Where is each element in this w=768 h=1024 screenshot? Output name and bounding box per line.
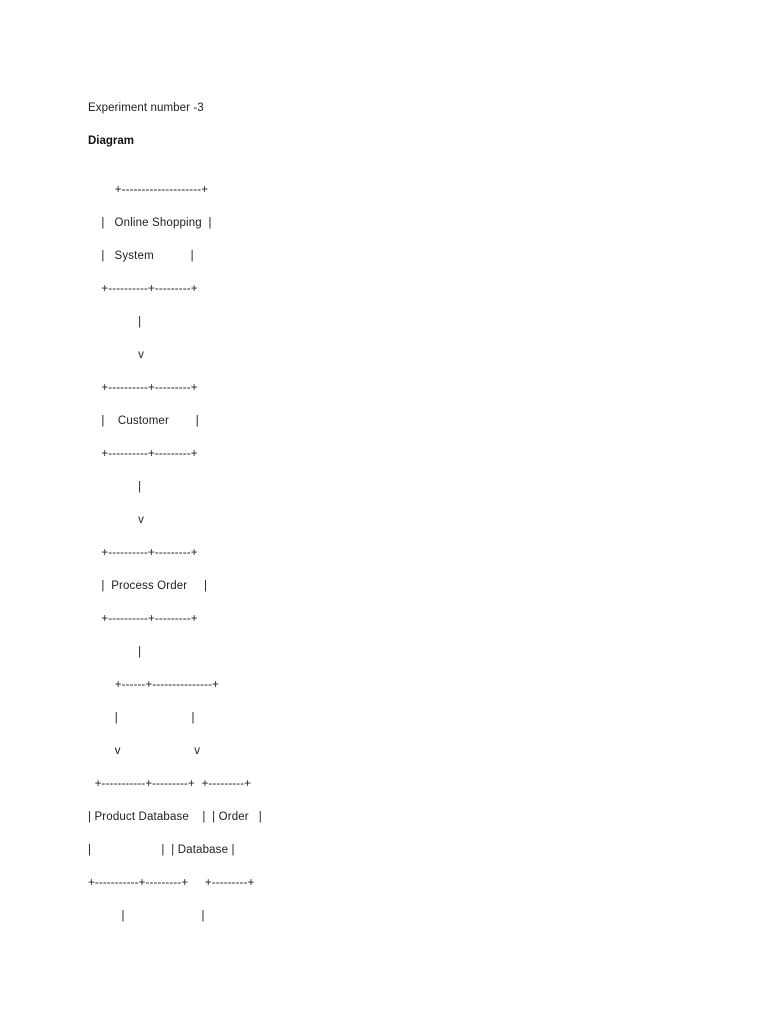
ascii-line-box3-top: +----------+---------+	[88, 547, 198, 559]
heading-spacer	[88, 158, 688, 174]
document-body: Experiment number -3 Diagram +----------…	[88, 92, 688, 933]
ascii-line-box45-label2: | | | Database |	[88, 844, 235, 856]
ascii-line-branch-arrows: v v	[88, 745, 201, 757]
ascii-line-trailing-pipes: | |	[88, 910, 205, 922]
ascii-line-box1-bottom: +----------+---------+	[88, 283, 198, 295]
section-heading-diagram: Diagram	[88, 135, 135, 147]
ascii-line-box45-bottom: +-----------+---------+ +---------+	[88, 877, 255, 889]
ascii-line-box1-top: +--------------------+	[88, 184, 209, 196]
ascii-line-box2-bottom: +----------+---------+	[88, 448, 198, 460]
ascii-line-connector2-pipe: |	[88, 481, 142, 493]
ascii-line-box1-label2: | System |	[88, 250, 194, 262]
ascii-line-box3-bottom: +----------+---------+	[88, 613, 198, 625]
ascii-line-connector3-pipe: |	[88, 646, 142, 658]
ascii-line-box45-label1: | Product Database | | Order |	[88, 811, 262, 823]
ascii-line-branch-split: +------+---------------+	[88, 679, 219, 691]
ascii-line-connector1-arrow: v	[88, 349, 145, 361]
ascii-line-connector2-arrow: v	[88, 514, 145, 526]
ascii-line-box45-top: +-----------+---------+ +---------+	[88, 778, 252, 790]
experiment-title: Experiment number -3	[88, 102, 204, 114]
ascii-line-box2-label: | Customer |	[88, 415, 199, 427]
ascii-line-box1-label1: | Online Shopping |	[88, 217, 212, 229]
ascii-line-box3-label: | Process Order |	[88, 580, 208, 592]
ascii-line-box2-top: +----------+---------+	[88, 382, 198, 394]
ascii-line-branch-pipes: | |	[88, 712, 195, 724]
ascii-line-connector1-pipe: |	[88, 316, 142, 328]
